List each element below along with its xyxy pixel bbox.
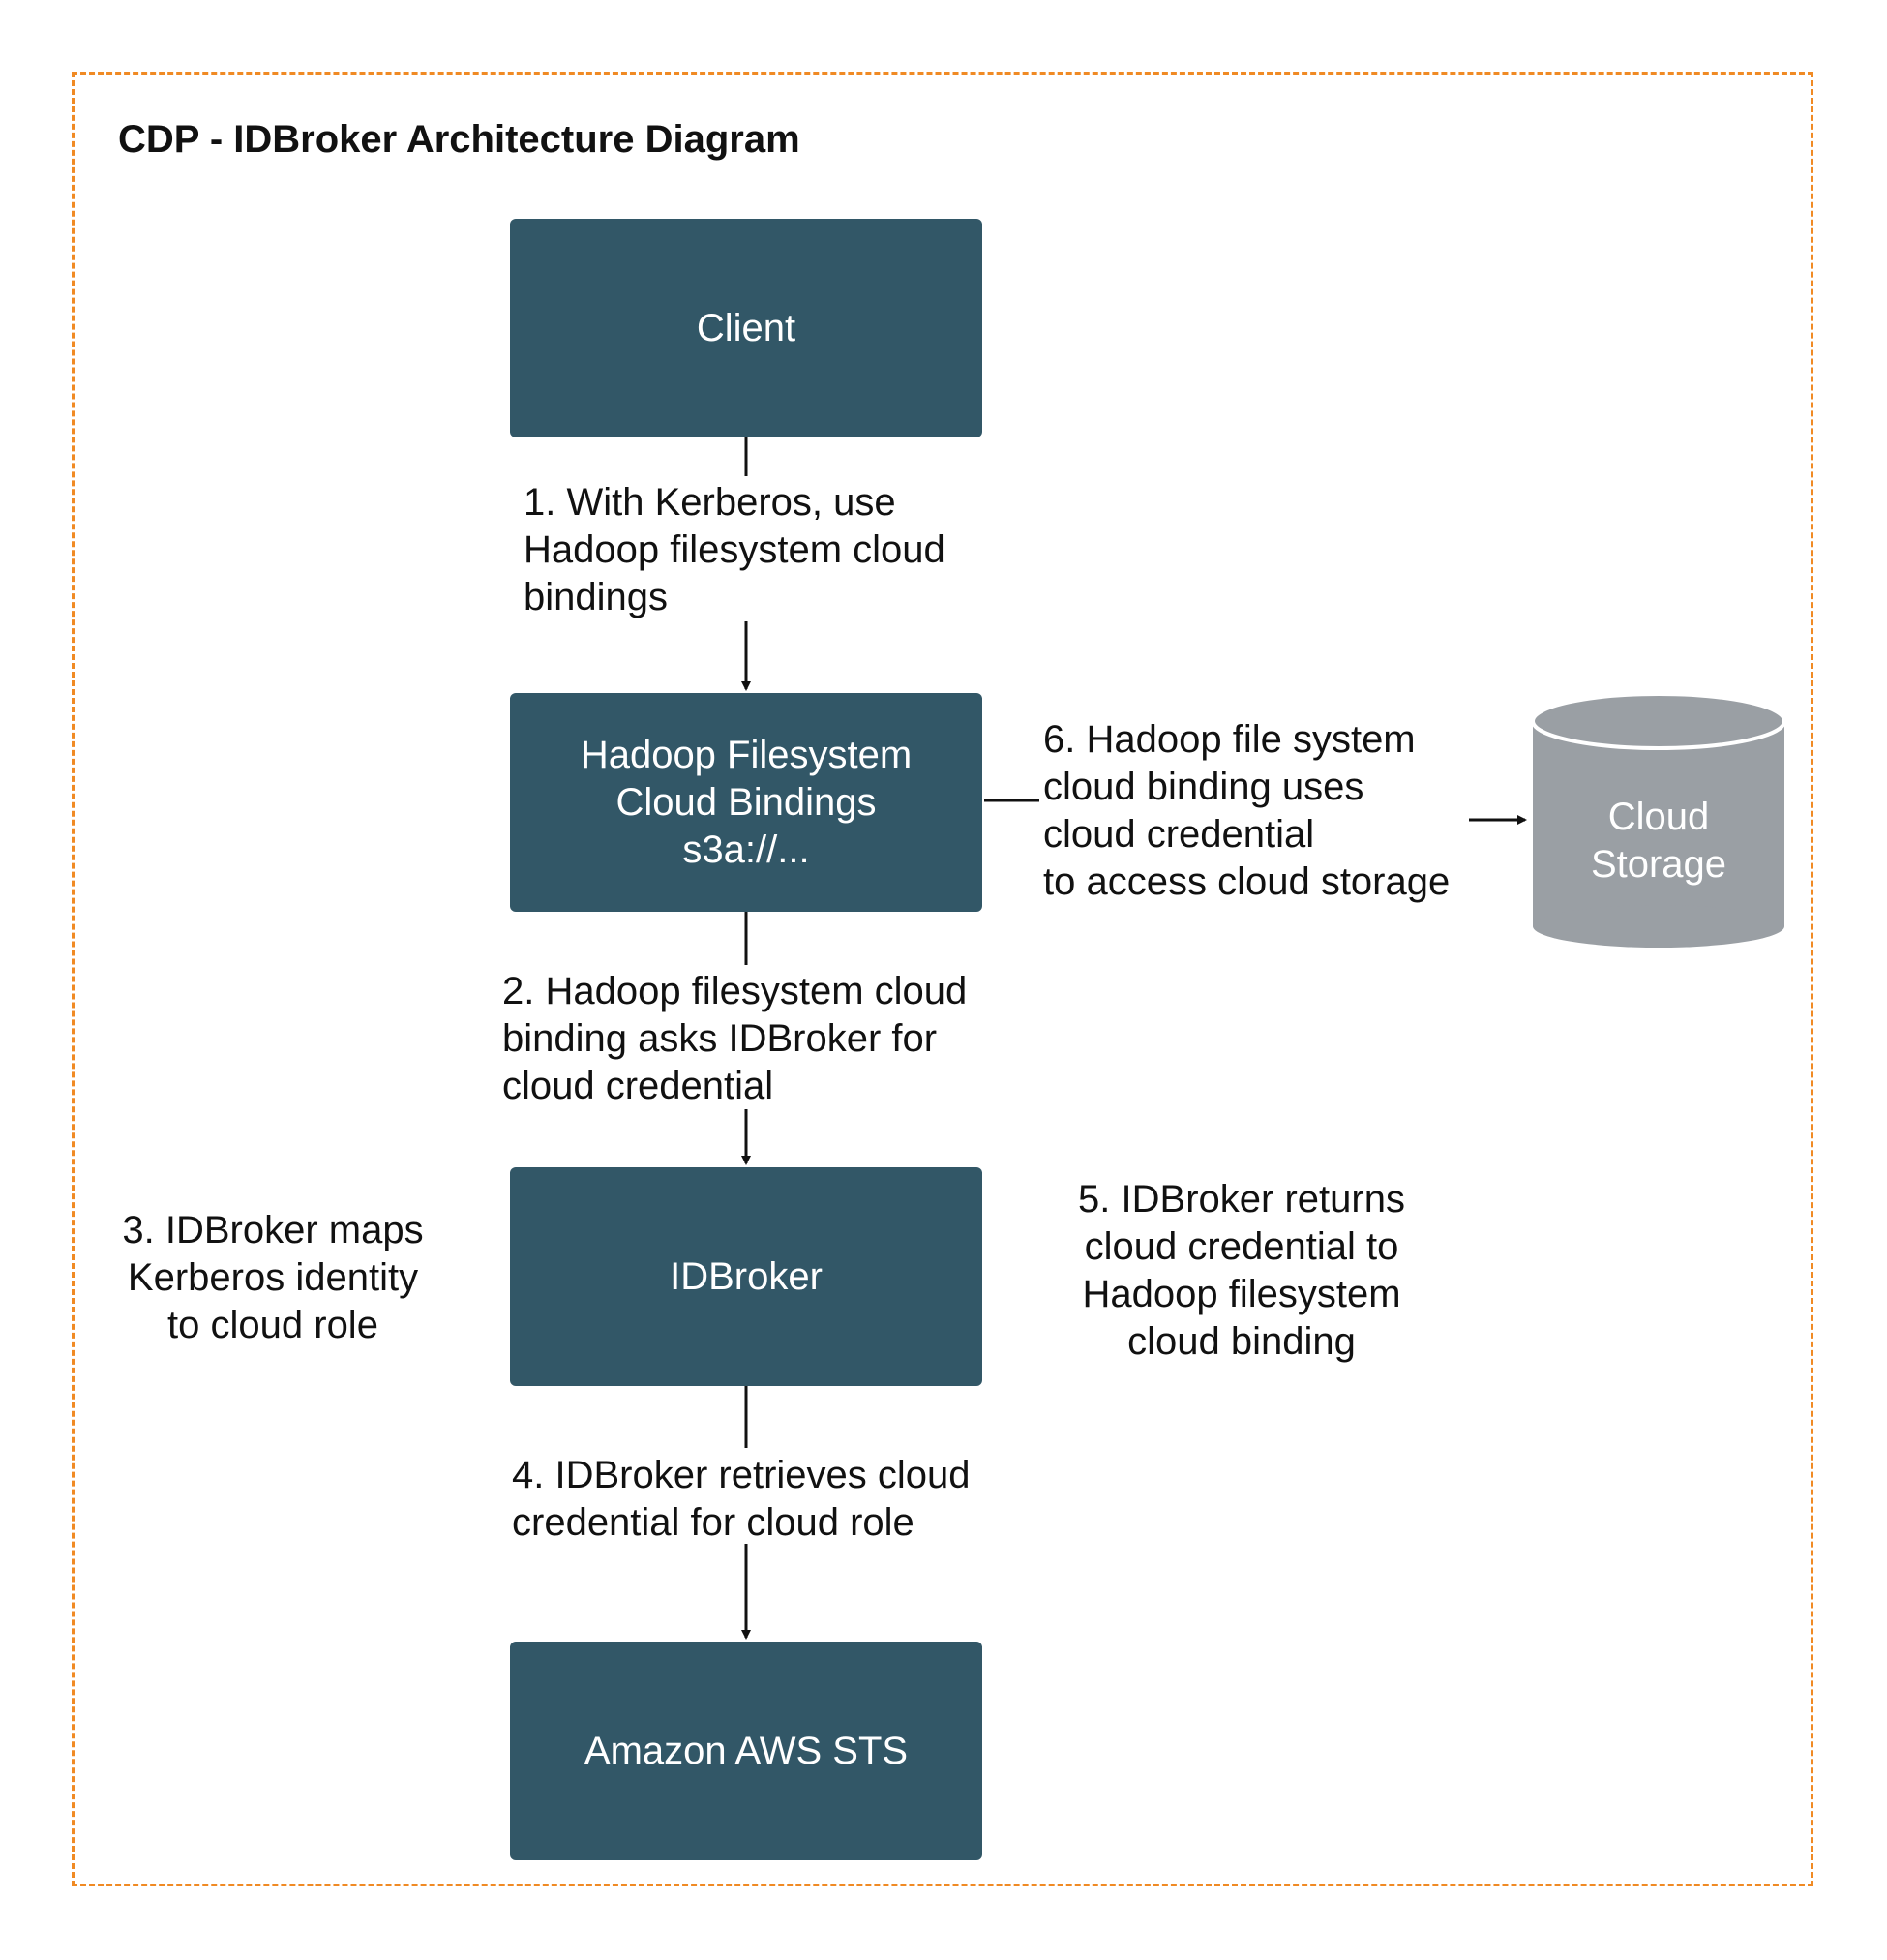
step-1-label: 1. With Kerberos, use Hadoop filesystem …: [524, 481, 945, 618]
idbroker-node: IDBroker: [510, 1167, 982, 1386]
cloud-storage-label: Cloud Storage: [1590, 796, 1727, 886]
step-4-label: 4. IDBroker retrieves cloud credential f…: [512, 1454, 971, 1544]
step-2-label: 2. Hadoop filesystem cloud binding asks …: [502, 970, 968, 1107]
aws-sts-node: Amazon AWS STS: [510, 1642, 982, 1860]
step-3-label: 3. IDBroker maps Kerberos identity to cl…: [122, 1209, 424, 1346]
step-6-label: 6. Hadoop file system cloud binding uses…: [1043, 718, 1451, 903]
diagram-title: CDP - IDBroker Architecture Diagram: [118, 118, 800, 161]
client-node: Client: [510, 219, 982, 437]
diagram-frame: [72, 72, 1813, 1886]
hadoop-filesystem-node: Hadoop Filesystem Cloud Bindings s3a://.…: [510, 693, 982, 912]
step-5-label: 5. IDBroker returns cloud credential to …: [1078, 1178, 1405, 1363]
